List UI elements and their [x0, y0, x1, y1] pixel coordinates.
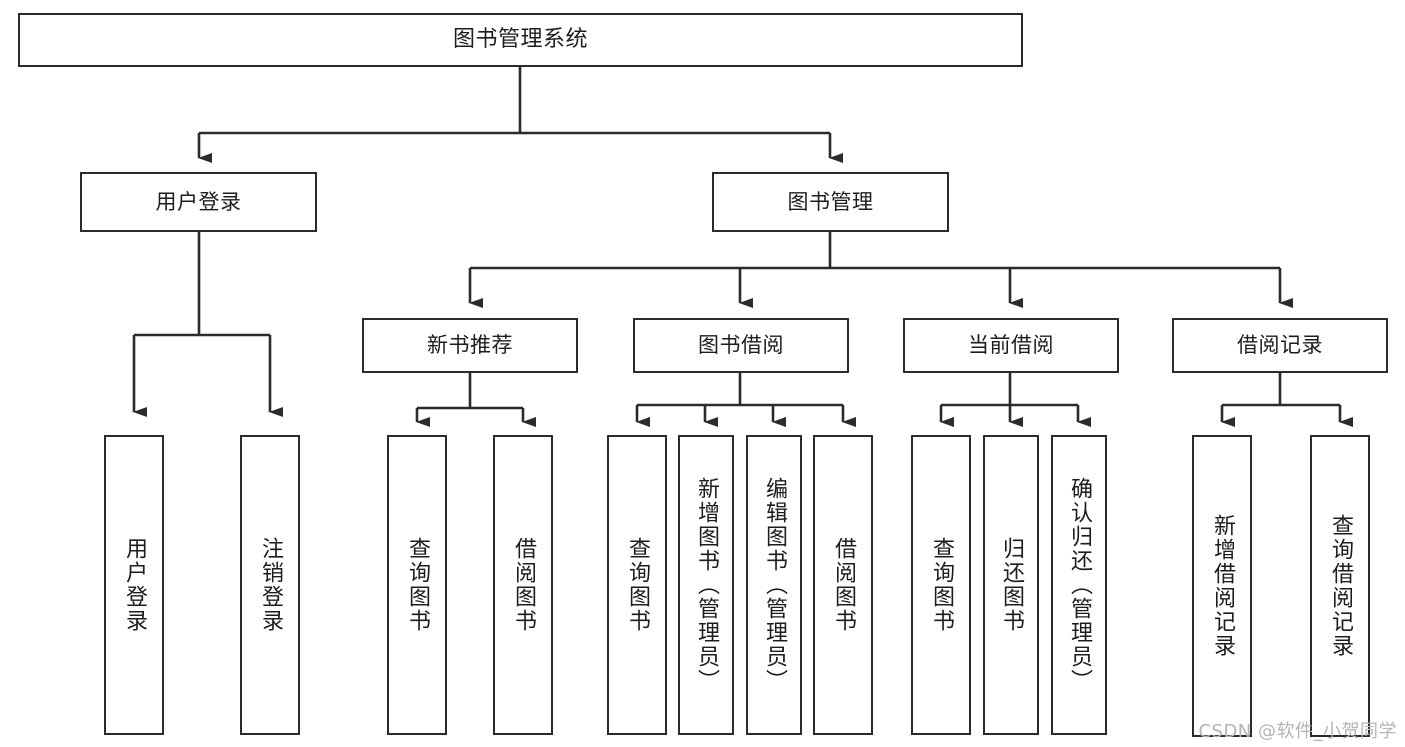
- leaf-user-login-logout[interactable]: 注销登录: [240, 435, 300, 735]
- leaf-current-borrow-return-book[interactable]: 归还图书: [983, 435, 1039, 735]
- node-label: 归还图书: [998, 537, 1024, 633]
- csdn-watermark: CSDN @软件_小贺同学: [1198, 721, 1397, 742]
- node-label: 借阅记录: [1237, 333, 1323, 357]
- node-label: 用户登录: [121, 537, 147, 633]
- leaf-book-borrow-borrow-book[interactable]: 借阅图书: [813, 435, 873, 735]
- node-label: 查询图书: [404, 537, 430, 633]
- node-label: 用户登录: [155, 189, 242, 214]
- leaf-borrow-records-add-record[interactable]: 新增借阅记录: [1192, 435, 1252, 737]
- node-borrow-records[interactable]: 借阅记录: [1172, 318, 1388, 373]
- leaf-book-borrow-edit-book-admin[interactable]: 编辑图书（管理员）: [746, 435, 802, 735]
- node-label: 图书管理: [787, 189, 874, 214]
- node-label: 查询图书: [624, 537, 650, 633]
- node-label: 借阅图书: [510, 537, 536, 633]
- node-label: 查询图书: [928, 537, 954, 633]
- node-label: 查询借阅记录: [1327, 514, 1353, 658]
- node-new-book-recommend[interactable]: 新书推荐: [362, 318, 578, 373]
- node-label: 图书管理系统: [452, 27, 588, 52]
- node-user-login[interactable]: 用户登录: [80, 172, 317, 232]
- node-label: 编辑图书（管理员）: [761, 477, 787, 693]
- leaf-book-borrow-add-book-admin[interactable]: 新增图书（管理员）: [678, 435, 734, 735]
- node-current-borrow[interactable]: 当前借阅: [903, 318, 1119, 373]
- node-label: 借阅图书: [830, 537, 856, 633]
- node-label: 新增图书（管理员）: [693, 477, 719, 693]
- leaf-new-book-query-book[interactable]: 查询图书: [387, 435, 447, 735]
- node-label: 注销登录: [257, 537, 283, 633]
- leaf-book-borrow-query-book[interactable]: 查询图书: [607, 435, 667, 735]
- node-label: 当前借阅: [968, 333, 1054, 357]
- node-label: 新书推荐: [427, 333, 513, 357]
- leaf-new-book-borrow-book[interactable]: 借阅图书: [493, 435, 553, 735]
- node-book-borrow[interactable]: 图书借阅: [633, 318, 849, 373]
- leaf-current-borrow-confirm-return-admin[interactable]: 确认归还（管理员）: [1051, 435, 1107, 735]
- node-root-book-management-system[interactable]: 图书管理系统: [18, 13, 1023, 67]
- node-label: 确认归还（管理员）: [1066, 477, 1092, 693]
- node-label: 新增借阅记录: [1209, 514, 1235, 658]
- leaf-borrow-records-query-record[interactable]: 查询借阅记录: [1310, 435, 1370, 737]
- node-book-management[interactable]: 图书管理: [712, 172, 949, 232]
- leaf-current-borrow-query-book[interactable]: 查询图书: [911, 435, 971, 735]
- leaf-user-login-login[interactable]: 用户登录: [104, 435, 164, 735]
- node-label: 图书借阅: [698, 333, 784, 357]
